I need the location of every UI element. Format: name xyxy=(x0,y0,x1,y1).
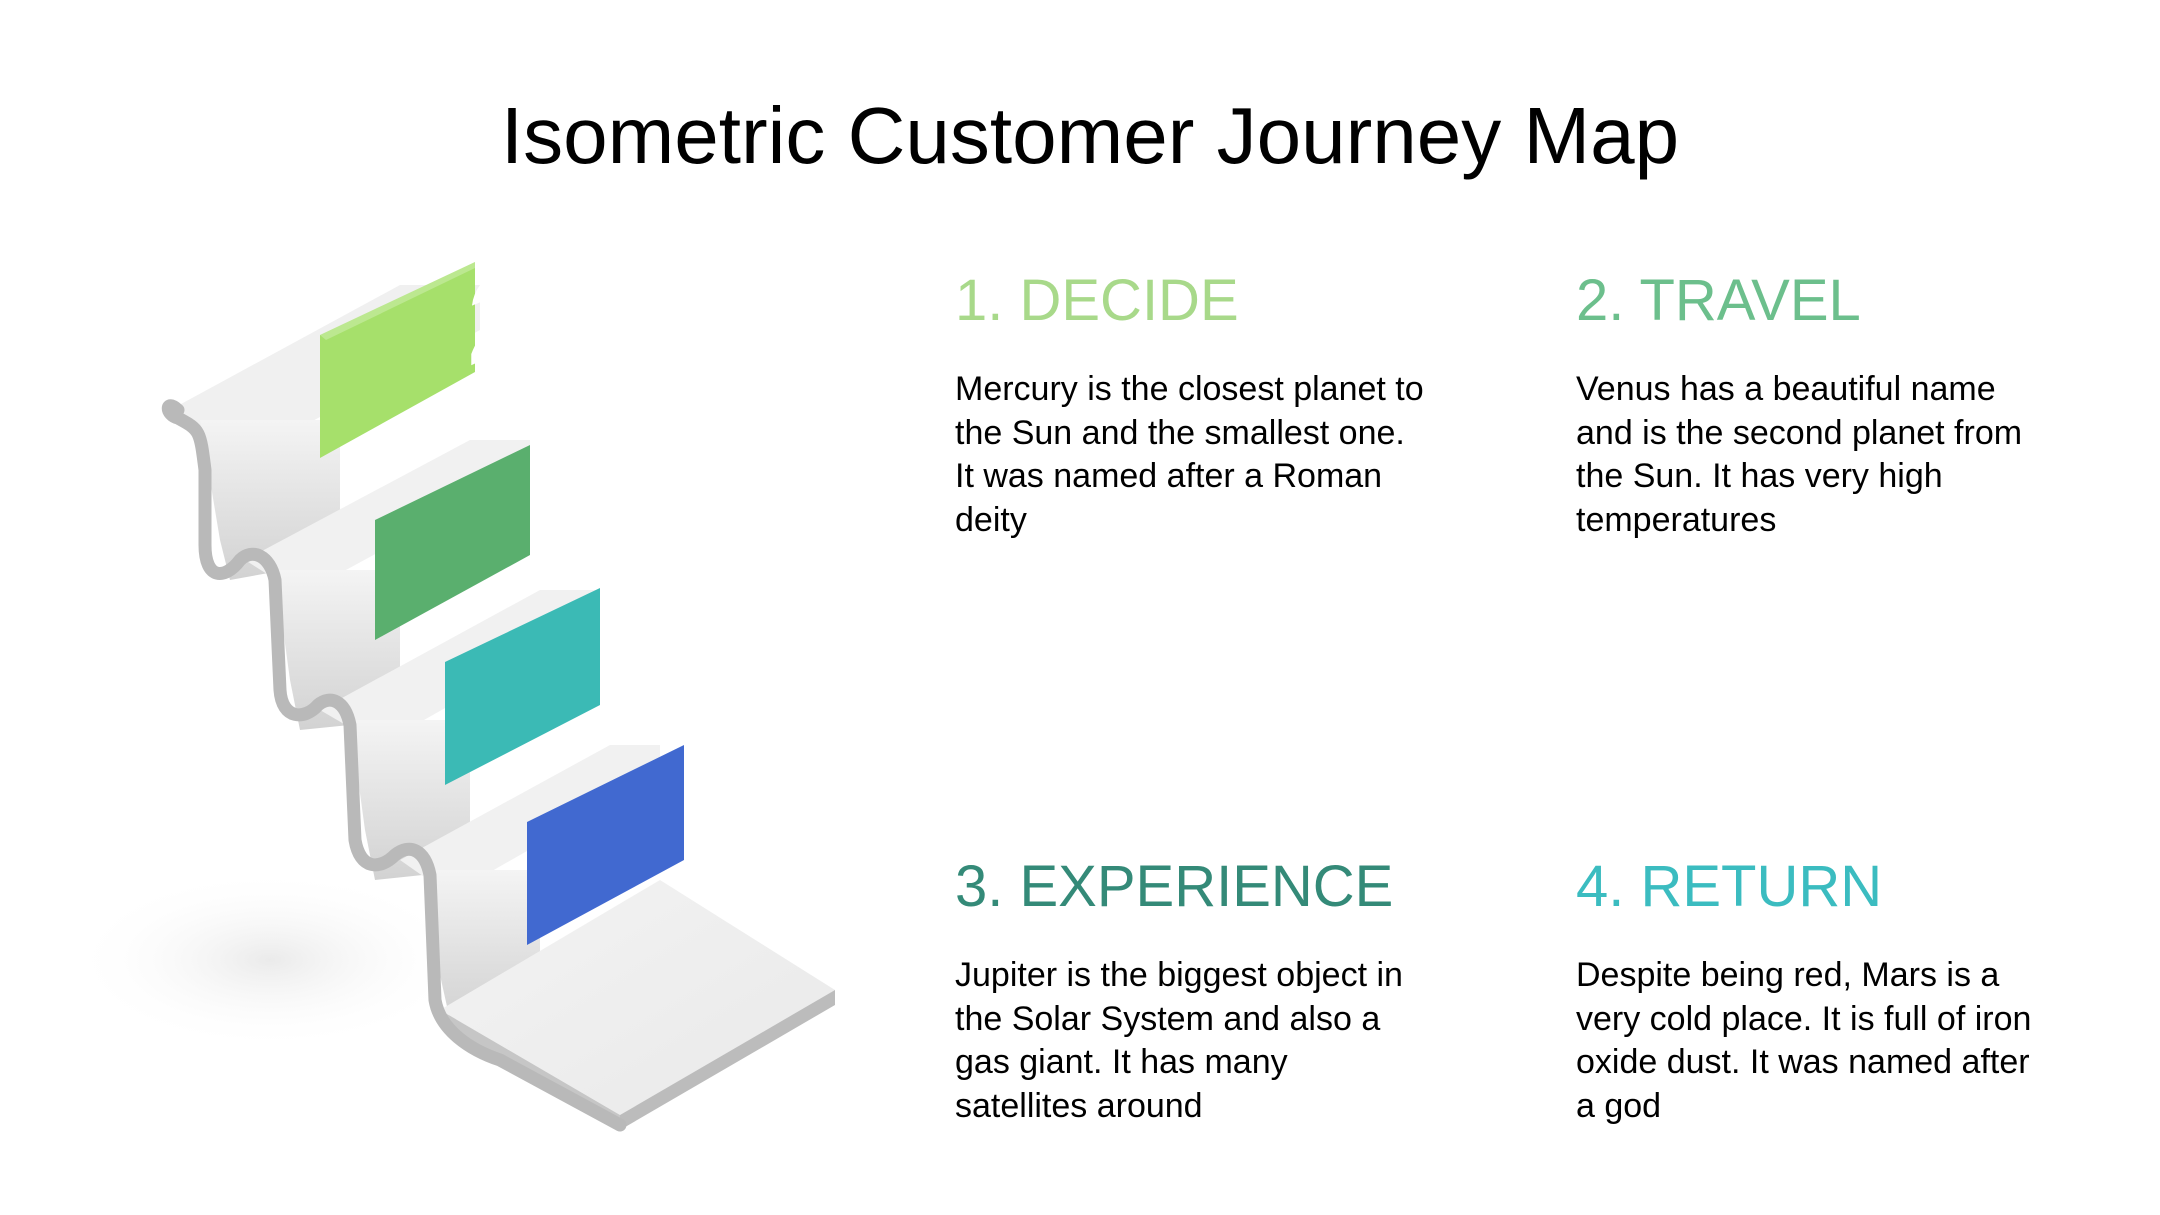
sign-2-face xyxy=(375,445,530,640)
step-1-description: Mercury is the closest planet to the Sun… xyxy=(955,370,1424,539)
sign-4-face xyxy=(527,745,684,945)
step-sign-2: 2 xyxy=(375,231,533,640)
sign-1-face xyxy=(320,262,475,458)
step-sign-1: 1 xyxy=(320,52,481,458)
isometric-staircase: 1 2 3 4 xyxy=(70,52,835,1132)
step-3-heading: 3. EXPERIENCE xyxy=(955,854,1394,919)
step-sign-3: 3 xyxy=(445,369,603,785)
page-title: Isometric Customer Journey Map xyxy=(500,91,1680,180)
ribbon-edge xyxy=(161,399,627,1132)
step-2-heading: 2. TRAVEL xyxy=(1576,268,1861,333)
step-3-description: Jupiter is the biggest object in the Sol… xyxy=(955,956,1403,1125)
step-1-heading: 1. DECIDE xyxy=(955,268,1239,333)
step-2-description: Venus has a beautiful name and is the se… xyxy=(1576,370,2023,539)
step-sign-4: 4 xyxy=(527,521,685,945)
sign-2-number: 2 xyxy=(467,231,533,393)
step-1: 1. DECIDE Mercury is the closest planet … xyxy=(955,272,1515,542)
step-4-description: Despite being red, Mars is a very cold p… xyxy=(1576,956,2032,1125)
step-3: 3. EXPERIENCE Jupiter is the biggest obj… xyxy=(955,858,1515,1128)
sign-3-number: 3 xyxy=(537,369,603,531)
floor-shadow xyxy=(70,870,470,1050)
sign-3-face xyxy=(445,588,600,785)
step-4-heading: 4. RETURN xyxy=(1576,854,1883,919)
sign-4-number: 4 xyxy=(619,521,685,683)
sign-1-number: 1 xyxy=(415,52,481,214)
step-2: 2. TRAVEL Venus has a beautiful name and… xyxy=(1576,272,2136,542)
step-4: 4. RETURN Despite being red, Mars is a v… xyxy=(1576,858,2136,1128)
